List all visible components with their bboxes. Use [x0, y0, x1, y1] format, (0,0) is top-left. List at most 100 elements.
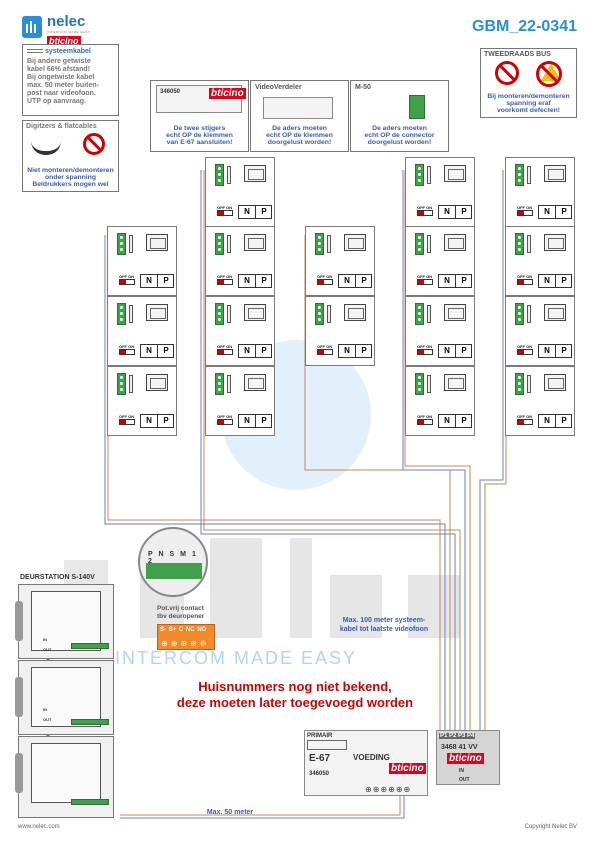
off-on-label: OFF ON [517, 414, 533, 419]
digitizers-warning: Niet monteren/demonteren onder spanning … [27, 167, 114, 188]
off-on-switch [119, 419, 135, 425]
videophone-screen-icon [444, 234, 466, 251]
bticino-logo: bticino [47, 36, 81, 46]
videophone-terminal [215, 233, 224, 255]
videophone-terminal [215, 164, 224, 186]
digitizers-note: Digitzers & flatcables Niet monteren/dem… [22, 120, 119, 192]
videophone-jumper [327, 235, 331, 253]
riser-wire-8 [479, 170, 504, 730]
videophone-terminal [215, 303, 224, 325]
door-station-title: DEURSTATION S-140V [20, 574, 95, 581]
videophone-jumper [129, 235, 133, 253]
off-on-label: OFF ON [317, 344, 333, 349]
riser-wire-2 [200, 170, 456, 730]
max100-label: Max. 100 meter systeem- kabel tot laatst… [339, 617, 429, 633]
off-on-label: OFF ON [217, 344, 233, 349]
off-on-switch [517, 210, 533, 216]
videophone-terminal [515, 373, 524, 395]
door-module-2-terminal [71, 719, 109, 725]
videophone-jumper [427, 375, 431, 393]
bus-note: TWEEDRAADS BUS Bij monteren/demonteren s… [480, 48, 577, 118]
off-on-switch [417, 419, 433, 425]
relay-screws: ⊕⊕⊕⊕⊕ [161, 639, 210, 648]
door-bus-wire-2 [120, 790, 405, 819]
videophone-jumper [129, 305, 133, 323]
door-bus-wire-1 [120, 790, 401, 816]
off-on-label: OFF ON [119, 414, 135, 419]
videophone-screen-icon [244, 304, 266, 321]
cable-note-text: Bij andere getwiste kabel 66% afstand! B… [27, 58, 99, 105]
off-on-switch [217, 279, 233, 285]
cable-note-title: systeemkabel [44, 48, 91, 55]
videophone-screen-icon [444, 165, 466, 182]
callout-videoverdeler-text: De aders moeten echt OP de klemmen doorg… [266, 125, 333, 146]
e67-power-supply: PRIMAIR E-67 VOEDING bticino 346050 ⊕⊕⊕⊕… [304, 730, 428, 796]
brand-name: nelec [47, 13, 86, 30]
off-on-label: OFF ON [417, 205, 433, 210]
door-module-3-terminal [71, 799, 109, 805]
videophone-jumper [527, 305, 531, 323]
videophone-screen-icon [244, 234, 266, 251]
videophone-screen-icon [146, 234, 168, 251]
door-module-2: IN OUT [15, 660, 114, 735]
nelec-logo: nelec INTERCOM MADE EASY bticino [22, 13, 132, 48]
door-module-1-terminal [71, 643, 109, 649]
videophone-screen-icon [244, 374, 266, 391]
callout-m50-text: De aders moeten echt OP de connector doo… [364, 125, 435, 146]
off-on-label: OFF ON [417, 274, 433, 279]
callout-videoverdeler: VideoVerdeler De aders moeten echt OP de… [250, 80, 349, 152]
brand-tagline: INTERCOM MADE EASY [47, 30, 91, 34]
cable-note: systeemkabel Bij andere getwiste kabel 6… [22, 44, 119, 116]
off-on-switch [517, 349, 533, 355]
videophone-screen-icon [344, 304, 366, 321]
m50-connector-icon [409, 95, 425, 119]
off-on-switch [317, 279, 333, 285]
videophone-terminal [315, 233, 324, 255]
door-module-3 [15, 736, 114, 818]
videophone-screen-icon [444, 304, 466, 321]
svg-text:INTERCOM MADE EASY: INTERCOM MADE EASY [115, 648, 357, 668]
footer-copyright: Copyright Nelec BV [524, 824, 577, 830]
footer-website: www.nelec.com [18, 824, 60, 830]
callout-e67-text: De twee stijgers echt OP de klemmen van … [166, 125, 233, 146]
digitizers-note-title: Digitzers & flatcables [26, 123, 97, 130]
off-on-switch [417, 279, 433, 285]
off-on-switch [417, 349, 433, 355]
bus-warning: Bij monteren/demonteren spanning eraf vo… [487, 93, 570, 114]
videophone-terminal [415, 303, 424, 325]
no-plug-icon [495, 61, 519, 85]
riser-wire-4 [104, 235, 446, 730]
door-module-1: IN OUT [15, 584, 114, 659]
videophone-jumper [227, 305, 231, 323]
off-on-switch [317, 349, 333, 355]
off-on-switch [119, 349, 135, 355]
e67-primary-terminal [307, 740, 347, 750]
cable-icon [27, 49, 43, 54]
riser-wire-6 [402, 170, 466, 730]
off-on-switch [517, 279, 533, 285]
videophone-screen-icon [444, 374, 466, 391]
flatcable-icon [31, 135, 61, 155]
videophone-jumper [427, 166, 431, 184]
